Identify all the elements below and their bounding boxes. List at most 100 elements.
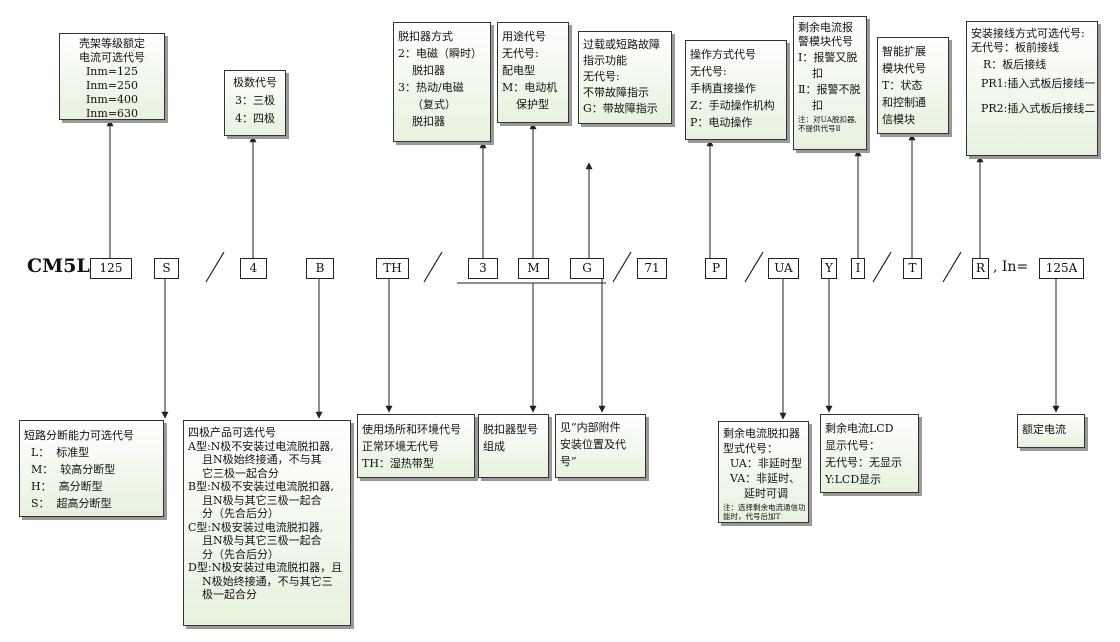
code-box: 4 bbox=[240, 258, 267, 279]
box-line: VA：非延时、 bbox=[723, 472, 801, 485]
box-line: Inm=630 bbox=[85, 107, 139, 120]
residual-release-type-box: 剩余电流脱扣器 型式代号： UA：非延时型 VA：非延时、 延时可调 注：选择剩… bbox=[718, 421, 809, 523]
code-box: UA bbox=[768, 258, 799, 279]
box-line: 扣 bbox=[798, 99, 823, 112]
box-line: Inm=125 bbox=[85, 65, 139, 78]
slash-separator bbox=[942, 251, 962, 283]
box-line: 过载或短路故障 bbox=[583, 38, 660, 51]
rated-current-label: , In= bbox=[993, 259, 1029, 275]
residual-alarm-box: 剩余电流报 警模块代号 Ⅰ：报警又脱 扣 Ⅱ：报警不脱 扣 注：对UA脱扣器, … bbox=[793, 16, 867, 150]
slash-separator bbox=[612, 251, 632, 283]
box-line: 脱扣器型号 bbox=[483, 423, 538, 436]
box-line: 配电型 bbox=[502, 64, 535, 77]
box-line: 分（先合后分） bbox=[188, 547, 279, 561]
box-line: 4：四极 bbox=[235, 112, 275, 125]
box-line: 短路分断能力可选代号 bbox=[24, 429, 134, 442]
code-box: Y bbox=[821, 258, 837, 279]
box-line: L： 标准型 bbox=[24, 446, 90, 459]
code-box: R bbox=[972, 258, 989, 279]
box-line: C型:N极安装过电流脱扣器, bbox=[188, 520, 324, 534]
box-line: 且N极与其它三极一起合 bbox=[188, 534, 322, 547]
box-line: 模块代号 bbox=[882, 62, 926, 75]
box-note: 能时，代号后加T bbox=[723, 512, 781, 521]
box-line: 剩余电流报 bbox=[798, 21, 853, 34]
box-line: 3：热动/电磁 bbox=[398, 81, 464, 94]
slash-separator bbox=[872, 251, 892, 283]
smart-module-box: 智能扩展 模块代号 T：状态 和控制通 信模块 bbox=[877, 37, 949, 134]
box-line: TH：湿热带型 bbox=[362, 457, 434, 470]
box-line: PR2:插入式板后接线二 bbox=[981, 102, 1096, 115]
box-line: 无代号: bbox=[502, 47, 539, 60]
fault-indication-box: 过载或短路故障 指示功能 无代号: 不带故障指示 G：带故障指示 bbox=[578, 31, 672, 124]
box-line: Inm=250 bbox=[85, 79, 139, 92]
four-pole-options-box: 四极产品可选代号 A型:N极不安装过电流脱扣器, 且N极始终接通，不与其 它三极… bbox=[183, 420, 351, 626]
box-line: 脱扣器 bbox=[398, 64, 445, 77]
box-line: P：电动操作 bbox=[690, 116, 753, 129]
box-line: 信模块 bbox=[882, 113, 915, 126]
box-line: Ⅰ：报警又脱 bbox=[798, 51, 858, 64]
pole-count-box: 极数代号 3：三极 4：四极 bbox=[224, 70, 286, 136]
box-line: 用途代号 bbox=[502, 30, 546, 43]
box-line: 和控制通 bbox=[882, 96, 926, 109]
box-line: 安装接线方式可选代号: bbox=[971, 27, 1085, 40]
box-line: Ⅱ：报警不脱 bbox=[798, 83, 861, 96]
box-note: 不提供代号Ⅱ bbox=[798, 124, 841, 133]
code-box: Ⅰ bbox=[851, 258, 865, 279]
box-line: A型:N极不安装过电流脱扣器, bbox=[188, 439, 334, 453]
box-line: 电流可选代号 bbox=[79, 51, 145, 64]
box-line: R：板后接线 bbox=[983, 58, 1047, 71]
box-line: 正常环境无代号 bbox=[362, 440, 439, 453]
box-line: 四极产品可选代号 bbox=[188, 426, 276, 439]
box-line: T：状态 bbox=[882, 79, 923, 92]
box-line: 手柄直接操作 bbox=[690, 82, 756, 95]
code-box: P bbox=[705, 258, 727, 279]
frame-current-box: 壳架等级额定 电流可选代号 Inm=125 Inm=250 Inm=400 In… bbox=[59, 33, 165, 120]
box-line: 不带故障指示 bbox=[583, 86, 649, 99]
code-box: G bbox=[570, 258, 604, 279]
box-line: D型:N极安装过电流脱扣器，且 bbox=[188, 561, 343, 574]
box-line: 智能扩展 bbox=[882, 45, 926, 58]
box-line: 安装位置及代 bbox=[560, 438, 626, 451]
box-line: 脱扣器方式 bbox=[398, 30, 453, 43]
box-line: S： 超高分断型 bbox=[24, 497, 112, 510]
box-line: 延时可调 bbox=[723, 487, 788, 500]
box-line: UA：非延时型 bbox=[723, 457, 802, 470]
box-line: 无代号：板前接线 bbox=[971, 41, 1059, 54]
code-box: 71 bbox=[637, 258, 667, 279]
environment-code-box: 使用场所和环境代号 正常环境无代号 TH：湿热带型 bbox=[357, 414, 475, 478]
rated-current-box: 额定电流 bbox=[1017, 414, 1085, 448]
box-line: Inm=400 bbox=[85, 93, 139, 106]
box-line: 剩余电流脱扣器 bbox=[723, 427, 800, 440]
box-line: （复式） bbox=[398, 98, 456, 111]
code-box: B bbox=[306, 258, 334, 279]
release-type-box: 脱扣器方式 2：电磁（瞬时） 脱扣器 3：热动/电磁 （复式） 脱扣器 bbox=[393, 22, 491, 142]
box-line: 指示功能 bbox=[583, 54, 627, 67]
box-line: 型式代号： bbox=[723, 442, 778, 455]
code-box: S bbox=[154, 258, 179, 279]
code-box: 3 bbox=[468, 258, 498, 279]
slash-separator bbox=[205, 251, 225, 283]
model-prefix: CM5L- bbox=[27, 255, 98, 277]
operation-mode-box: 操作方式代号 无代号: 手柄直接操作 Z：手动操作机构 P：电动操作 bbox=[685, 40, 787, 140]
code-box: 125A bbox=[1039, 258, 1084, 279]
box-line: PR1:插入式板后接线一 bbox=[981, 77, 1096, 90]
box-line: 组成 bbox=[483, 440, 505, 453]
box-line: 操作方式代号 bbox=[690, 48, 756, 61]
box-note: 注：对UA脱扣器, bbox=[798, 115, 857, 124]
box-line: 保护型 bbox=[502, 98, 549, 111]
box-line: 极一起合分 bbox=[188, 588, 257, 601]
box-line: 且N极始终接通，不与其 bbox=[188, 453, 322, 466]
box-line: Z：手动操作机构 bbox=[690, 99, 775, 112]
box-line: 号” bbox=[560, 455, 577, 468]
box-line: 额定电流 bbox=[1022, 423, 1066, 436]
code-box: T bbox=[903, 258, 922, 279]
usage-code-box: 用途代号 无代号: 配电型 M：电动机 保护型 bbox=[497, 22, 569, 123]
box-line: 警模块代号 bbox=[798, 35, 853, 48]
box-line: 见“内部附件 bbox=[560, 421, 621, 434]
box-line: 剩余电流LCD bbox=[825, 422, 894, 435]
box-line: 无代号：无显示 bbox=[825, 456, 902, 469]
release-composition-box: 脱扣器型号 组成 bbox=[478, 414, 549, 478]
box-line: N极始终接通，不与其它三 bbox=[188, 574, 333, 588]
box-line: 2：电磁（瞬时） bbox=[398, 47, 482, 60]
